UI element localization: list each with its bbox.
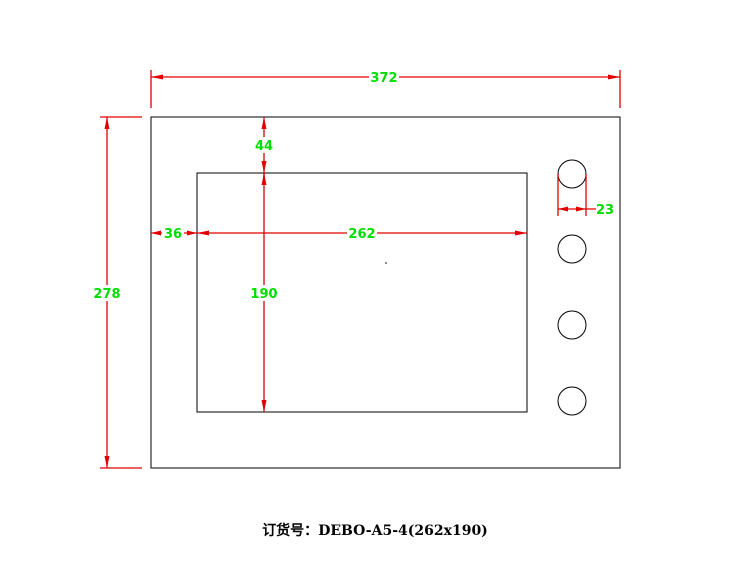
dim-overall-height: 278 <box>93 116 142 469</box>
order-number: 订货号：DEBO-A5-4(262x190) <box>0 520 750 540</box>
overall-height-label: 278 <box>93 287 120 302</box>
dim-knob-diameter: 23 <box>557 174 614 218</box>
cutout-height-label: 190 <box>250 287 277 302</box>
panel-outline <box>150 116 621 469</box>
screen-cutout <box>196 172 528 413</box>
order-label: 订货号： <box>262 523 319 539</box>
left-offset-label: 36 <box>164 227 182 242</box>
dim-cutout-width: 262 <box>197 225 527 242</box>
dim-top-offset: 44 <box>253 117 275 183</box>
overall-width-label: 372 <box>370 71 397 86</box>
order-code: DEBO-A5-4(262x190) <box>318 523 488 539</box>
cutout-width-label: 262 <box>348 227 375 242</box>
dim-left-offset: 36 <box>151 225 197 242</box>
dim-overall-width: 372 <box>150 69 621 108</box>
knob-2 <box>557 234 587 264</box>
knob-3 <box>557 310 587 340</box>
knob-1 <box>557 159 587 189</box>
center-mark <box>385 262 387 264</box>
knob-diameter-label: 23 <box>596 203 614 218</box>
knob-4 <box>557 386 587 416</box>
dim-cutout-height: 190 <box>250 173 278 412</box>
top-offset-label: 44 <box>255 139 273 154</box>
